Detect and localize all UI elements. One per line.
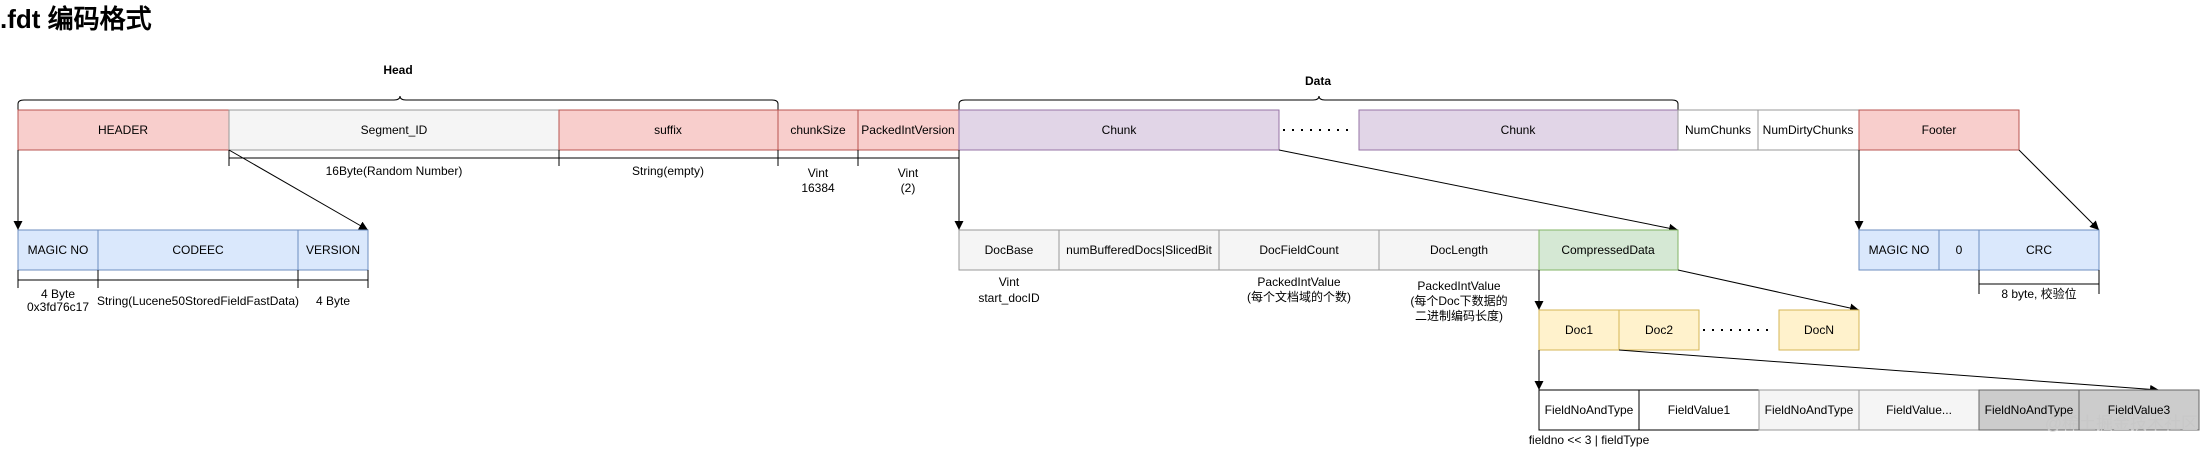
docn-box-label: DocN	[1804, 323, 1834, 337]
crc-box: CRC	[1978, 229, 2100, 271]
field-value-box-3-label: FieldValue3	[2108, 403, 2171, 417]
field-no-and-type-note: fieldno << 3 | fieldType	[1529, 433, 1650, 447]
footer-to-crc-arrow	[2018, 149, 2100, 231]
suffix-box-label: suffix	[654, 123, 682, 137]
chunk-box-last-label: Chunk	[1501, 123, 1537, 137]
doc1-box: Doc1	[1538, 309, 1620, 351]
packed-int-version-box: PackedIntVersion	[857, 109, 960, 151]
doc2-box: Doc2	[1618, 309, 1700, 351]
field-value-box-1-label: FieldValue1	[1668, 403, 1731, 417]
version-box: VERSION	[297, 229, 369, 271]
magic-no-box: MAGIC NO	[17, 229, 99, 271]
head-brace-label: Head	[383, 63, 412, 77]
field-no-and-type-box-3-label: FieldNoAndType	[1985, 403, 2074, 417]
num-buffered-docs-box: numBufferedDocs|SlicedBit	[1058, 229, 1220, 271]
packed-int-version-dimension	[858, 150, 960, 166]
doc-length-note-line3: 二进制编码长度)	[1415, 308, 1503, 323]
field-no-and-type-box-2: FieldNoAndType	[1758, 389, 1860, 431]
watermark: @稀土掘金技术社区	[2045, 414, 2198, 433]
chunk-box-first-label: Chunk	[1102, 123, 1138, 137]
field-value-box-1: FieldValue1	[1638, 389, 1760, 431]
codec-box: CODEEC	[97, 229, 299, 271]
segment-id-note: 16Byte(Random Number)	[326, 164, 463, 178]
chunk-size-dimension	[778, 150, 859, 166]
field-no-and-type-box-1-label: FieldNoAndType	[1545, 403, 1634, 417]
chunk-box-first: Chunk	[958, 109, 1280, 151]
doc-field-count-box: DocFieldCount	[1218, 229, 1380, 271]
suffix-note: String(empty)	[632, 164, 704, 178]
codec-box-label: CODEEC	[172, 243, 224, 257]
magic-no-note-line2: 0x3fd76c17	[27, 300, 89, 314]
header-to-version-arrow	[228, 149, 369, 231]
page-title: .fdt 编码格式	[0, 4, 152, 34]
doc-base-box-label: DocBase	[985, 243, 1034, 257]
footer-magic-no-box: MAGIC NO	[1858, 229, 1940, 271]
magic-no-note-line1: 4 Byte	[41, 287, 75, 301]
footer-box-label: Footer	[1922, 123, 1957, 137]
doc-length-note-line2: (每个Doc下数据的	[1410, 293, 1507, 308]
packed-int-version-note-line2: (2)	[901, 181, 916, 195]
compressed-data-box-label: CompressedData	[1561, 243, 1655, 257]
segment-id-box: Segment_ID	[228, 109, 560, 151]
doc-length-box: DocLength	[1378, 229, 1540, 271]
chunk-size-note-line2: 16384	[801, 181, 835, 195]
doc-base-note-line2: start_docID	[978, 291, 1040, 305]
footer-box: Footer	[1858, 109, 2020, 151]
doc-base-box: DocBase	[958, 229, 1060, 271]
chunk-size-note-line1: Vint	[808, 166, 829, 180]
data-brace	[958, 95, 1679, 110]
doc-length-note-line1: PackedIntValue	[1417, 279, 1500, 293]
field-no-and-type-box-2-label: FieldNoAndType	[1765, 403, 1854, 417]
num-buffered-docs-box-label: numBufferedDocs|SlicedBit	[1066, 243, 1212, 257]
data-brace-label: Data	[1305, 74, 1331, 88]
footer-zero-box-label: 0	[1956, 243, 1963, 257]
num-dirty-chunks-box: NumDirtyChunks	[1757, 109, 1860, 151]
chunk-size-box: chunkSize	[777, 109, 859, 151]
crc-dimension	[1978, 270, 2100, 294]
num-chunks-box-label: NumChunks	[1685, 123, 1751, 137]
crc-box-label: CRC	[2026, 243, 2052, 257]
version-box-label: VERSION	[306, 243, 360, 257]
chunk-size-box-label: chunkSize	[790, 123, 846, 137]
docn-box: DocN	[1778, 309, 1860, 351]
header-box: HEADER	[17, 109, 230, 151]
footer-magic-no-box-label: MAGIC NO	[1869, 243, 1930, 257]
field-value-box-3: FieldValue3	[2078, 389, 2200, 431]
packed-int-version-box-label: PackedIntVersion	[861, 123, 954, 137]
chunk-box-last: Chunk	[1358, 109, 1679, 151]
crc-note: 8 byte, 校验位	[2001, 286, 2076, 301]
doc-field-count-note-line2: (每个文档域的个数)	[1247, 289, 1351, 304]
field-no-and-type-box-1: FieldNoAndType	[1538, 389, 1640, 431]
field-value-box-2: FieldValue...	[1858, 389, 1980, 431]
doc1-box-label: Doc1	[1565, 323, 1593, 337]
field-value-box-2-label: FieldValue...	[1886, 403, 1952, 417]
chunk-to-compressed-arrow	[1278, 149, 1679, 233]
segment-id-box-label: Segment_ID	[361, 123, 428, 137]
codec-note: String(Lucene50StoredFieldFastData)	[97, 294, 299, 308]
doc-base-note-line1: Vint	[999, 275, 1020, 289]
header-row-dimension	[17, 270, 369, 288]
magic-no-box-label: MAGIC NO	[28, 243, 89, 257]
header-box-label: HEADER	[98, 123, 148, 137]
doc-length-box-label: DocLength	[1430, 243, 1488, 257]
head-brace	[17, 95, 779, 110]
compressed-to-docn-arrow	[1677, 269, 1860, 313]
doc-field-count-note-line1: PackedIntValue	[1257, 275, 1340, 289]
doc2-box-label: Doc2	[1645, 323, 1673, 337]
version-note: 4 Byte	[316, 294, 350, 308]
suffix-box: suffix	[558, 109, 779, 151]
compressed-data-box: CompressedData	[1538, 229, 1679, 271]
footer-zero-box: 0	[1938, 229, 1980, 271]
packed-int-version-note-line1: Vint	[898, 166, 919, 180]
num-chunks-box: NumChunks	[1677, 109, 1759, 151]
num-dirty-chunks-box-label: NumDirtyChunks	[1763, 123, 1854, 137]
doc1-to-field-end-arrow	[1618, 349, 2160, 394]
doc-field-count-box-label: DocFieldCount	[1259, 243, 1339, 257]
